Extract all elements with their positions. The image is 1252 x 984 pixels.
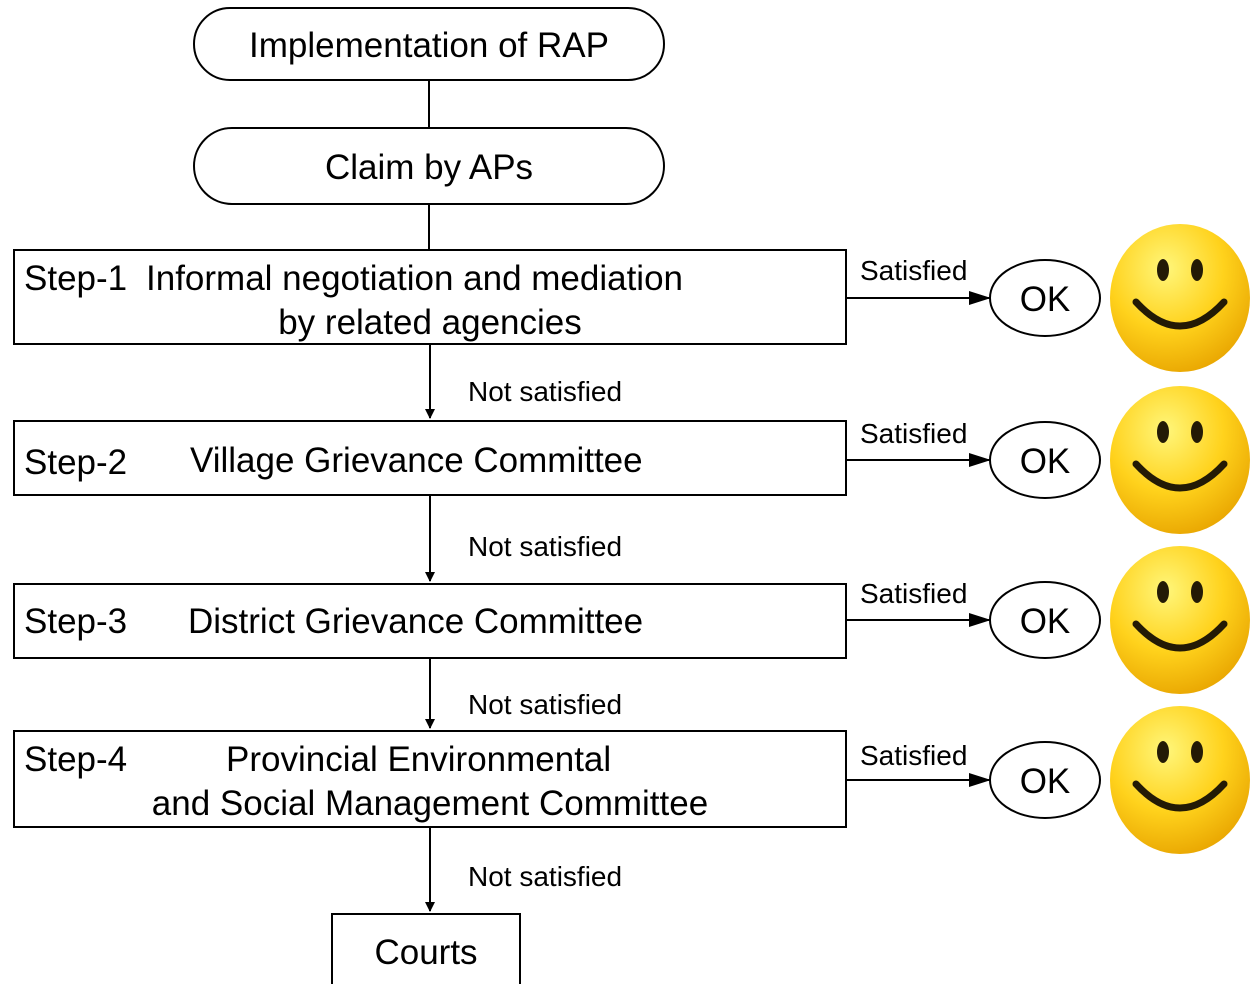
step-1-title-line2: by related agencies [278,303,582,342]
courts-label: Courts [374,933,477,972]
ok-label-4: OK [1020,762,1071,801]
smiley-face-icon [1110,706,1250,854]
ok-label-1: OK [1020,280,1071,319]
step-4-title-line2: and Social Management Committee [152,784,708,823]
not-satisfied-label-2: Not satisfied [468,531,622,562]
ok-label-3: OK [1020,602,1071,641]
not-satisfied-label-3: Not satisfied [468,689,622,720]
step-3-number: Step-3 [24,602,127,641]
step-1-box: Step-1 Informal negotiation and mediatio… [13,249,847,345]
step-2-box: Step-2 Village Grievance Committee [13,420,847,496]
step-4-number: Step-4 [24,740,127,779]
smiley-face-icon [1110,386,1250,534]
step-3-box: Step-3 District Grievance Committee [13,583,847,659]
not-satisfied-label-1: Not satisfied [468,376,622,407]
start-label: Implementation of RAP [249,26,609,65]
satisfied-branch-1: Satisfied OK [846,255,1101,337]
courts-node: Courts [331,913,521,984]
not-satisfied-label-4: Not satisfied [468,861,622,892]
step-2-number: Step-2 [24,443,127,482]
start-node: Implementation of RAP [193,7,665,81]
ok-label-2: OK [1020,442,1071,481]
claim-label: Claim by APs [325,148,533,187]
step-1-title-line1: Informal negotiation and mediation [146,259,683,298]
step-3-title: District Grievance Committee [188,602,643,641]
satisfied-label-4: Satisfied [860,740,967,771]
satisfied-label-2: Satisfied [860,418,967,449]
smiley-face-icon [1110,546,1250,694]
claim-node: Claim by APs [193,127,665,205]
smiley-face-icon [1110,224,1250,372]
step-2-title: Village Grievance Committee [190,441,643,480]
satisfied-branch-3: Satisfied OK [846,578,1101,659]
satisfied-label-3: Satisfied [860,578,967,609]
ok-node-3 [989,581,1101,659]
satisfied-branch-4: Satisfied OK [846,740,1101,819]
ok-node-4 [989,741,1101,819]
step-4-title-line1: Provincial Environmental [226,740,611,779]
ok-node-1 [989,259,1101,337]
satisfied-branch-2: Satisfied OK [846,418,1101,499]
step-1-number: Step-1 [24,259,127,298]
satisfied-label-1: Satisfied [860,255,967,286]
ok-node-2 [989,421,1101,499]
step-4-box: Step-4 Provincial Environmental and Soci… [13,730,847,828]
